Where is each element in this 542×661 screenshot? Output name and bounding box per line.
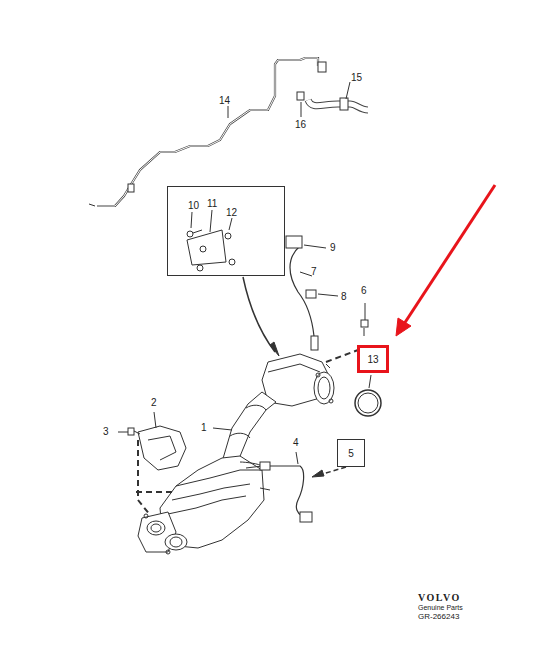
callout-number: 13 — [367, 354, 378, 365]
callout-number: 10 — [188, 200, 199, 211]
callout-number: 1 — [201, 422, 207, 433]
callout-number: 12 — [226, 207, 237, 218]
clip-box: 5 — [337, 439, 365, 467]
callout-number: 9 — [330, 242, 336, 253]
brand-text: VOLVO — [418, 592, 461, 603]
callout-number: 14 — [219, 95, 230, 106]
callout-number: 2 — [151, 397, 157, 408]
callout-number: 15 — [351, 72, 362, 83]
brand-text: Genuine Parts — [418, 604, 463, 612]
callout-number: 16 — [295, 119, 306, 130]
brand-text: GR-266243 — [418, 612, 459, 621]
inset-box: 10 11 12 — [167, 186, 285, 276]
callout-number: 7 — [311, 266, 317, 277]
callout-number: 6 — [361, 285, 367, 296]
callout-number: 3 — [103, 426, 109, 437]
callout-number: 11 — [207, 198, 217, 209]
callout-number: 8 — [341, 291, 347, 302]
highlight-box: 13 — [357, 345, 389, 373]
callout-number: 5 — [348, 448, 354, 459]
callout-number: 4 — [293, 437, 299, 448]
